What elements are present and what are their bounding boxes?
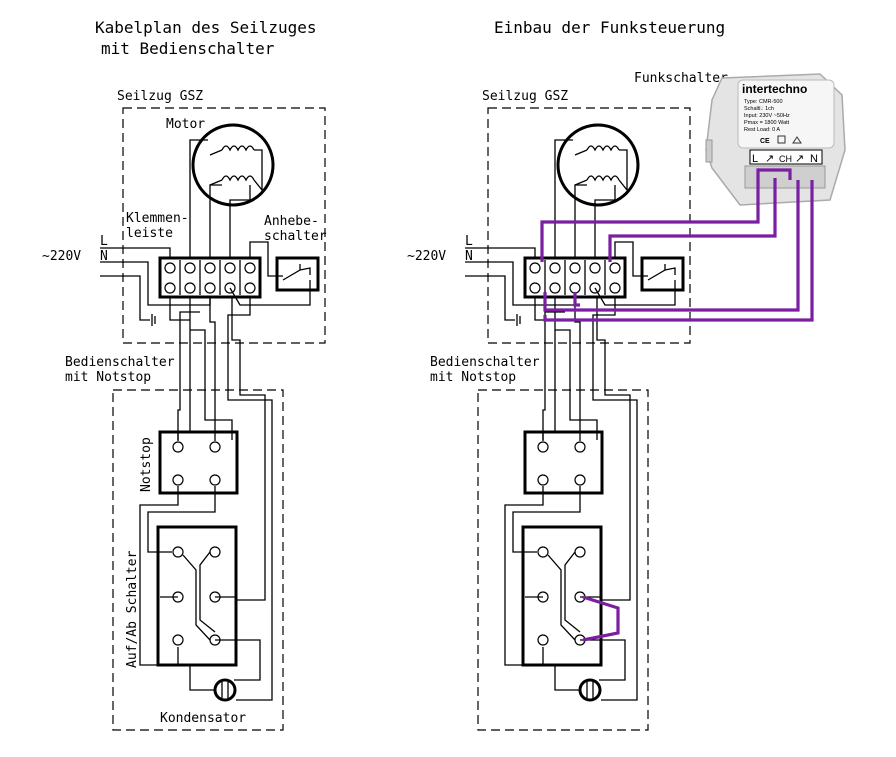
module-terminal-out1: ↗ [765, 153, 774, 165]
notstop-label: Notstop [139, 437, 154, 492]
seilzug-label: Seilzug GSZ [117, 89, 203, 104]
house-icon [792, 136, 802, 144]
bedien-label-2-right: mit Notstop [430, 370, 516, 385]
n-label-right: N [465, 249, 473, 264]
module-terminal-N: N [810, 153, 818, 165]
module-channel: Schaltl.: 1ch [744, 106, 774, 112]
seilzug-label-right: Seilzug GSZ [482, 89, 568, 104]
module-terminal-ch: CH [779, 154, 792, 164]
klemmen-label-2: leiste [126, 226, 173, 241]
motor-label: Motor [166, 117, 205, 132]
funkschalter-label: Funkschalter [634, 71, 728, 86]
funkschalter-module: intertechno Type: CMR-500 Schaltl.: 1ch … [705, 73, 846, 206]
module-restload: Rest Load: 0 A [744, 127, 780, 133]
voltage-label: ~220V [42, 249, 81, 264]
bedien-label-1: Bedienschalter [65, 355, 175, 370]
module-terminal-L: L [752, 153, 758, 165]
bedien-label-1-right: Bedienschalter [430, 355, 540, 370]
klemmen-label-1: Klemmen- [126, 211, 189, 226]
module-terminal-out2: ↗ [795, 153, 804, 165]
anhebe-label-1: Anhebe- [264, 214, 319, 229]
aufab-label: Auf/Ab Schalter [125, 550, 140, 668]
ce-mark: CE [760, 138, 770, 145]
anhebe-label-2: schalter [264, 229, 327, 244]
n-label: N [100, 249, 108, 264]
class-icon [777, 135, 786, 144]
module-brand: intertechno [742, 82, 807, 96]
bedien-label-2: mit Notstop [65, 370, 151, 385]
module-pmax: Pmax = 1800 Watt [744, 120, 790, 126]
kondensator-label: Kondensator [160, 711, 246, 726]
right-title: Einbau der Funksteuerung [494, 18, 725, 37]
radio-wiring [540, 168, 814, 642]
module-type: Type: CMR-500 [744, 99, 783, 105]
left-title-line1: Kabelplan des Seilzuges [95, 18, 317, 37]
l-label: L [100, 234, 108, 249]
l-label-right: L [465, 234, 473, 249]
right-wiring-plan [463, 106, 692, 732]
module-input: Input: 230V ~50Hz [744, 113, 790, 119]
left-title-line2: mit Bedienschalter [101, 39, 275, 58]
voltage-label-right: ~220V [407, 249, 446, 264]
